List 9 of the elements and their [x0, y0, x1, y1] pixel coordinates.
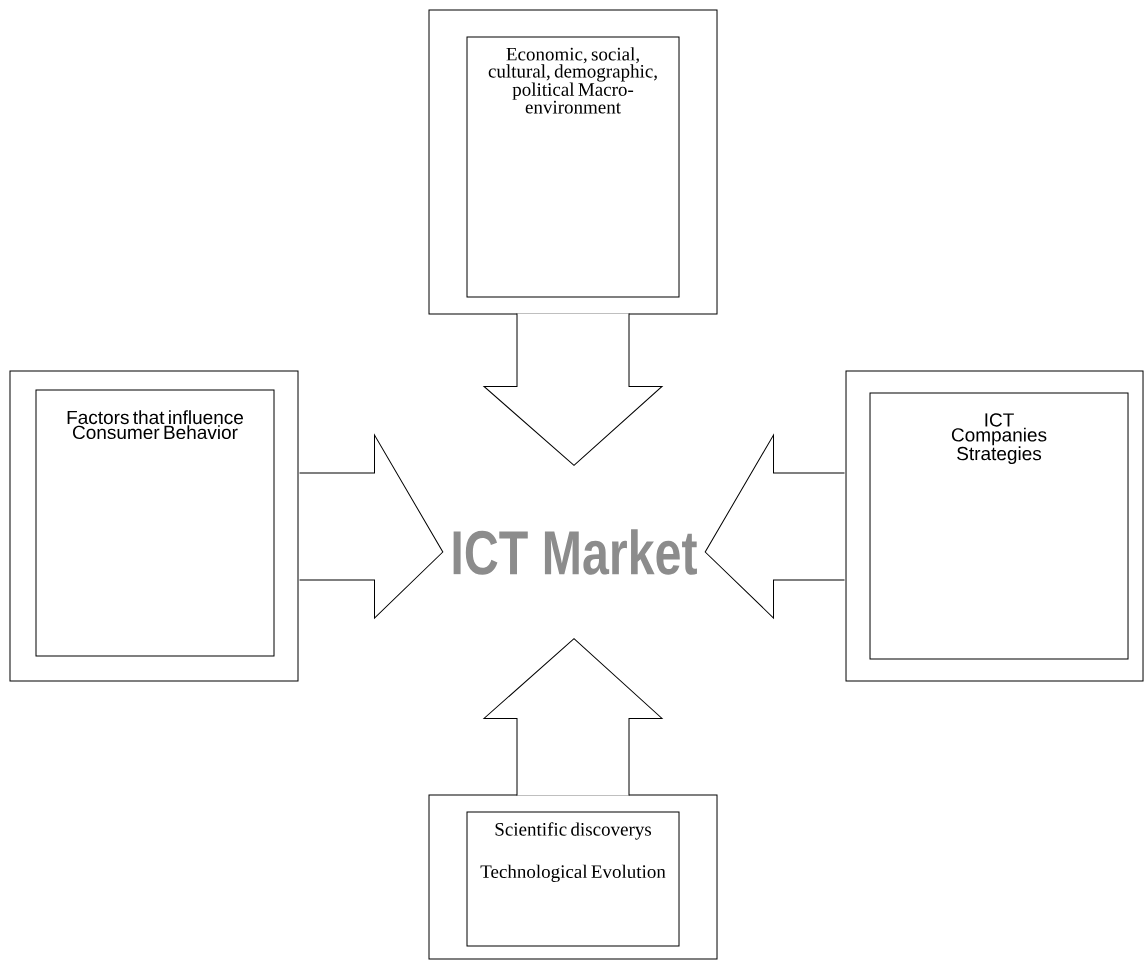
framed-box: Economic, social, cultural, demographic, political Macro-environment — [428, 9, 718, 315]
block-arrow — [704, 434, 845, 619]
framed-box: Scientific discoverys Technological Evolution — [428, 794, 718, 960]
block-arrow — [483, 313, 663, 466]
title-text: ICT Market — [453, 529, 697, 575]
framed-box: ICT Companies Strategies — [845, 370, 1144, 682]
block-arrow — [483, 638, 663, 796]
framed-box: Factors that influence Consumer Behavior — [9, 370, 299, 682]
block-arrow — [299, 434, 444, 619]
